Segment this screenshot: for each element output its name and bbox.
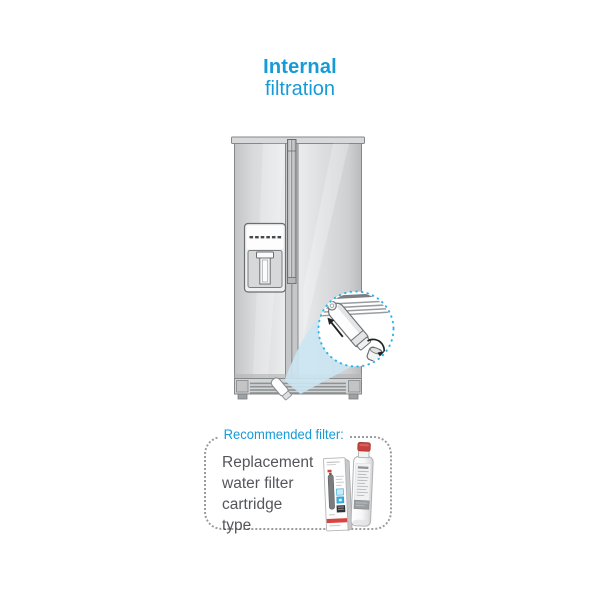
cartridge-red-cap <box>357 442 371 452</box>
fridge-illustration <box>231 136 395 401</box>
fridge-handle <box>287 139 297 284</box>
description-line: Replacement <box>222 454 314 471</box>
title-line-regular: filtration <box>264 78 336 100</box>
magnifier-callout <box>317 290 395 368</box>
description-line: type <box>222 517 252 534</box>
recommended-filter-description: Replacement water filter cartridge type <box>222 452 313 536</box>
water-dispenser <box>243 222 287 293</box>
fridge-foot-left <box>237 393 248 400</box>
title-line-bold: Internal <box>263 56 337 78</box>
recommended-filter-label: Recommended filter: <box>219 426 349 442</box>
description-line: water filter <box>222 475 294 492</box>
dispenser-buttons <box>249 236 282 239</box>
fridge-top-cap <box>231 136 365 144</box>
page-title: Internal filtration <box>0 56 600 100</box>
filter-cartridge-image <box>350 442 374 527</box>
filter-package-image <box>323 457 353 532</box>
right-door-reflection <box>303 143 349 340</box>
description-line: cartridge <box>222 496 283 513</box>
fridge-foot-right <box>348 393 359 400</box>
filter-products-image <box>323 442 374 532</box>
insert-arrow-icon <box>327 317 344 338</box>
water-filter-in-grille <box>270 377 292 401</box>
dispenser-paddle <box>256 251 274 285</box>
zoom-beam <box>284 319 353 394</box>
